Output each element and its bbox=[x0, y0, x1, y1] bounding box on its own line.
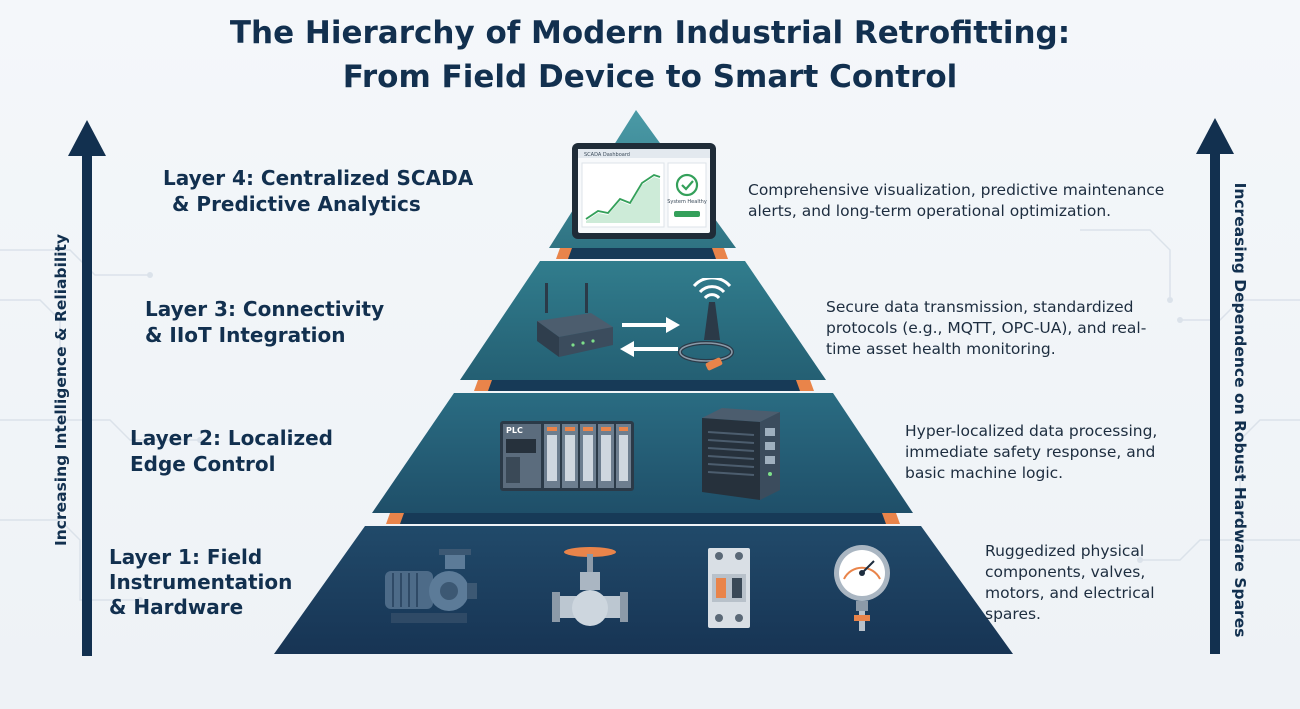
layer-2-label: Layer 2: Localized Edge Control bbox=[130, 426, 333, 476]
plc-rack-icon: PLC bbox=[500, 421, 634, 491]
left-axis-label: Increasing Intelligence & Reliability bbox=[52, 233, 70, 547]
wireless-antenna-icon bbox=[678, 278, 734, 371]
layer-4-label: Layer 4: Centralized SCADA & Predictive … bbox=[163, 166, 474, 216]
right-axis-label: Increasing Dependence on Robust Hardware… bbox=[1231, 182, 1249, 638]
accent-tick bbox=[712, 248, 728, 259]
circuit-breaker-icon bbox=[708, 548, 750, 628]
separator-strip-2 bbox=[390, 513, 895, 524]
accent-tick bbox=[796, 380, 814, 391]
scada-status-text: System Healthy bbox=[667, 199, 707, 205]
left-axis-arrow bbox=[68, 120, 106, 656]
separator-strip-3 bbox=[478, 380, 808, 391]
edge-controller-icon bbox=[702, 408, 780, 500]
accent-tick bbox=[556, 248, 572, 259]
plc-label: PLC bbox=[506, 426, 523, 435]
accent-tick bbox=[474, 380, 492, 391]
accent-tick bbox=[882, 513, 900, 524]
layer-1-description: Ruggedized physical components, valves, … bbox=[985, 542, 1155, 623]
motor-pump-icon bbox=[385, 549, 477, 623]
pyramid-layer-2 bbox=[372, 393, 913, 513]
right-axis-arrow bbox=[1196, 118, 1234, 654]
scada-tablet-icon: SCADA Dashboard System Healthy bbox=[572, 143, 716, 239]
pressure-gauge-icon bbox=[834, 545, 890, 631]
separator-strip-4 bbox=[560, 248, 722, 259]
layer-4-description: Comprehensive visualization, predictive … bbox=[748, 181, 1165, 220]
layer-1-label: Layer 1: Field Instrumentation & Hardwar… bbox=[109, 545, 293, 619]
data-exchange-arrows-icon bbox=[620, 317, 680, 357]
layer-3-label: Layer 3: Connectivity & IIoT Integration bbox=[145, 297, 385, 347]
layer-2-description: Hyper-localized data processing, immedia… bbox=[905, 422, 1158, 482]
gateway-router-icon bbox=[537, 283, 613, 357]
layer-3-description: Secure data transmission, standardized p… bbox=[826, 298, 1147, 358]
scada-window-title: SCADA Dashboard bbox=[584, 152, 630, 158]
title-line-2: From Field Device to Smart Control bbox=[342, 59, 958, 95]
title-line-1: The Hierarchy of Modern Industrial Retro… bbox=[229, 15, 1071, 51]
gate-valve-icon bbox=[552, 547, 628, 626]
accent-tick bbox=[386, 513, 404, 524]
